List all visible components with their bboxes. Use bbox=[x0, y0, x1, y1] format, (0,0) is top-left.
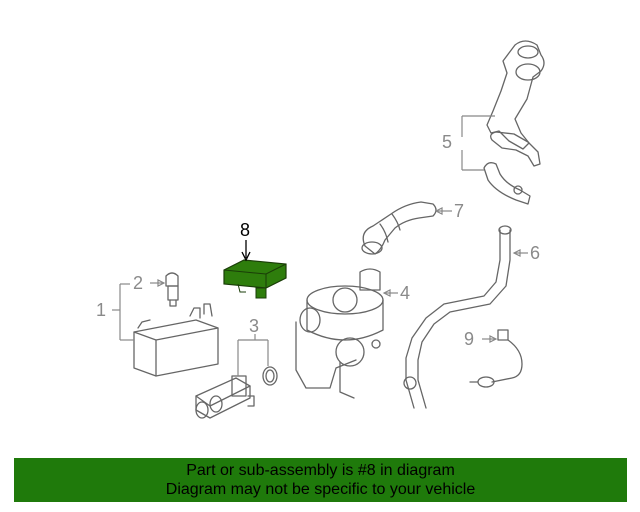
callout-5: 5 bbox=[442, 132, 452, 152]
info-banner: Part or sub-assembly is #8 in diagram Di… bbox=[14, 458, 627, 502]
part-9-sensor[interactable] bbox=[469, 329, 523, 388]
part-3-valve[interactable] bbox=[195, 375, 255, 419]
part-2-fitting[interactable] bbox=[165, 272, 179, 307]
callout-1-leader bbox=[112, 283, 134, 341]
callout-6: 6 bbox=[530, 243, 540, 263]
banner-line-2: Diagram may not be specific to your vehi… bbox=[165, 481, 476, 498]
part-8-highlighted-sensor[interactable] bbox=[223, 259, 287, 299]
part-1-canister[interactable] bbox=[133, 303, 219, 377]
callout-2: 2 bbox=[133, 273, 143, 293]
callout-4-leader bbox=[382, 289, 398, 297]
banner-line-1: Part or sub-assembly is #8 in diagram bbox=[186, 462, 455, 479]
callout-5-leader bbox=[461, 115, 495, 171]
callout-7: 7 bbox=[454, 201, 464, 221]
part-5-valve-assembly[interactable] bbox=[483, 40, 545, 205]
part-3-o-ring[interactable] bbox=[262, 366, 278, 386]
callout-8: 8 bbox=[240, 220, 250, 240]
callout-6-leader bbox=[512, 249, 528, 257]
part-6-pipe[interactable] bbox=[403, 225, 512, 409]
callout-1: 1 bbox=[96, 300, 106, 320]
callout-9-leader bbox=[482, 335, 498, 343]
callout-8-leader bbox=[241, 240, 251, 262]
callout-4: 4 bbox=[400, 283, 410, 303]
callout-3-leader bbox=[237, 334, 269, 376]
part-7-hose[interactable] bbox=[361, 201, 437, 255]
callout-7-leader bbox=[434, 207, 452, 215]
callout-3: 3 bbox=[249, 316, 259, 336]
parts-diagram: 5 7 6 4 bbox=[96, 40, 545, 419]
callout-9: 9 bbox=[464, 329, 474, 349]
part-4-air-pump[interactable] bbox=[295, 268, 384, 399]
callout-2-leader bbox=[150, 279, 166, 287]
